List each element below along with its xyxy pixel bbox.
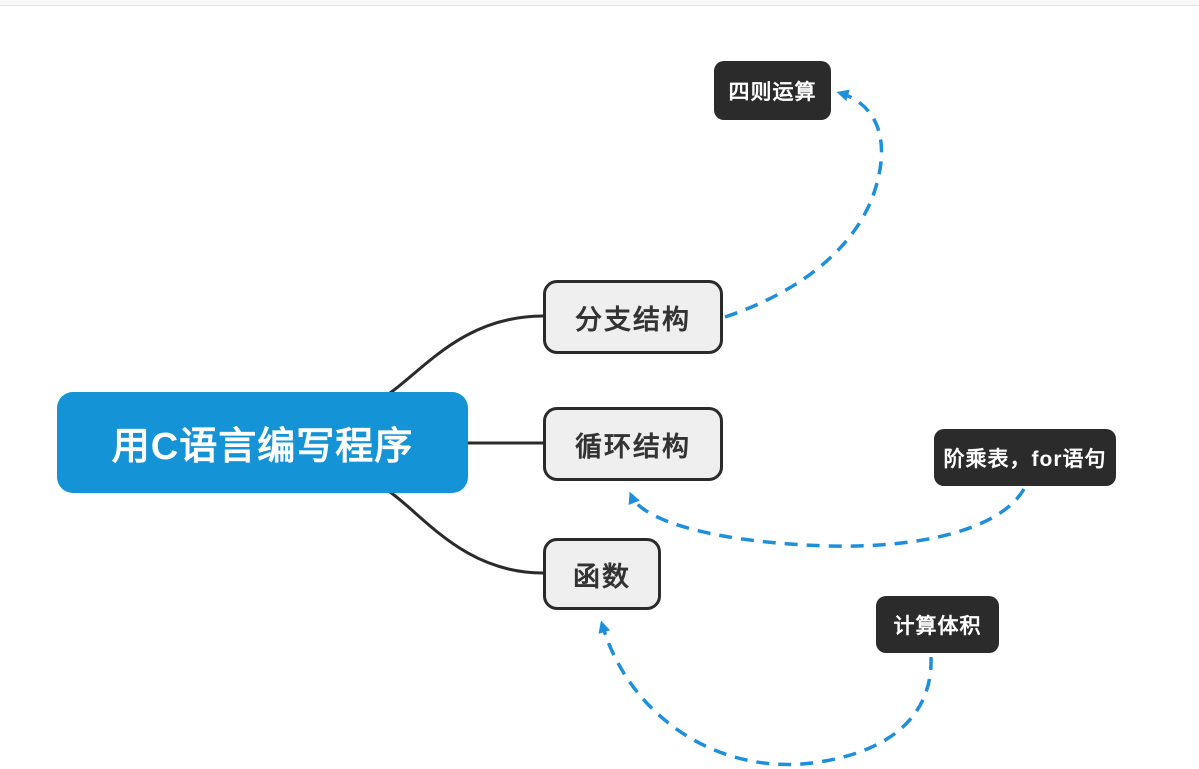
child-node-function[interactable]: 函数 (543, 538, 661, 610)
branch-line-to-function (389, 490, 544, 575)
child-node-label: 循环结构 (575, 431, 691, 462)
callout-node-label: 计算体积 (893, 614, 982, 638)
callout-node-label: 阶乘表，for语句 (943, 447, 1107, 471)
branch-line-to-branch-structure (389, 314, 544, 395)
child-node-label: 分支结构 (575, 304, 691, 335)
child-node-loop-structure[interactable]: 循环结构 (543, 407, 723, 481)
child-node-branch-structure[interactable]: 分支结构 (543, 280, 723, 354)
child-node-label: 函数 (573, 561, 631, 592)
callout-node-arithmetic[interactable]: 四则运算 (714, 61, 831, 120)
top-divider (0, 0, 1199, 6)
relationship-arrow-to-function[interactable] (598, 620, 933, 767)
root-node-label: 用C语言编写程序 (111, 426, 414, 468)
callout-node-factorial-for[interactable]: 阶乘表，for语句 (934, 429, 1116, 486)
relationship-arrow-to-arithmetic[interactable] (724, 89, 884, 319)
root-node[interactable]: 用C语言编写程序 (57, 392, 468, 493)
callout-node-volume[interactable]: 计算体积 (876, 596, 999, 653)
callout-node-label: 四则运算 (728, 80, 817, 104)
relationship-arrow-to-loop-structure[interactable] (628, 488, 1026, 548)
